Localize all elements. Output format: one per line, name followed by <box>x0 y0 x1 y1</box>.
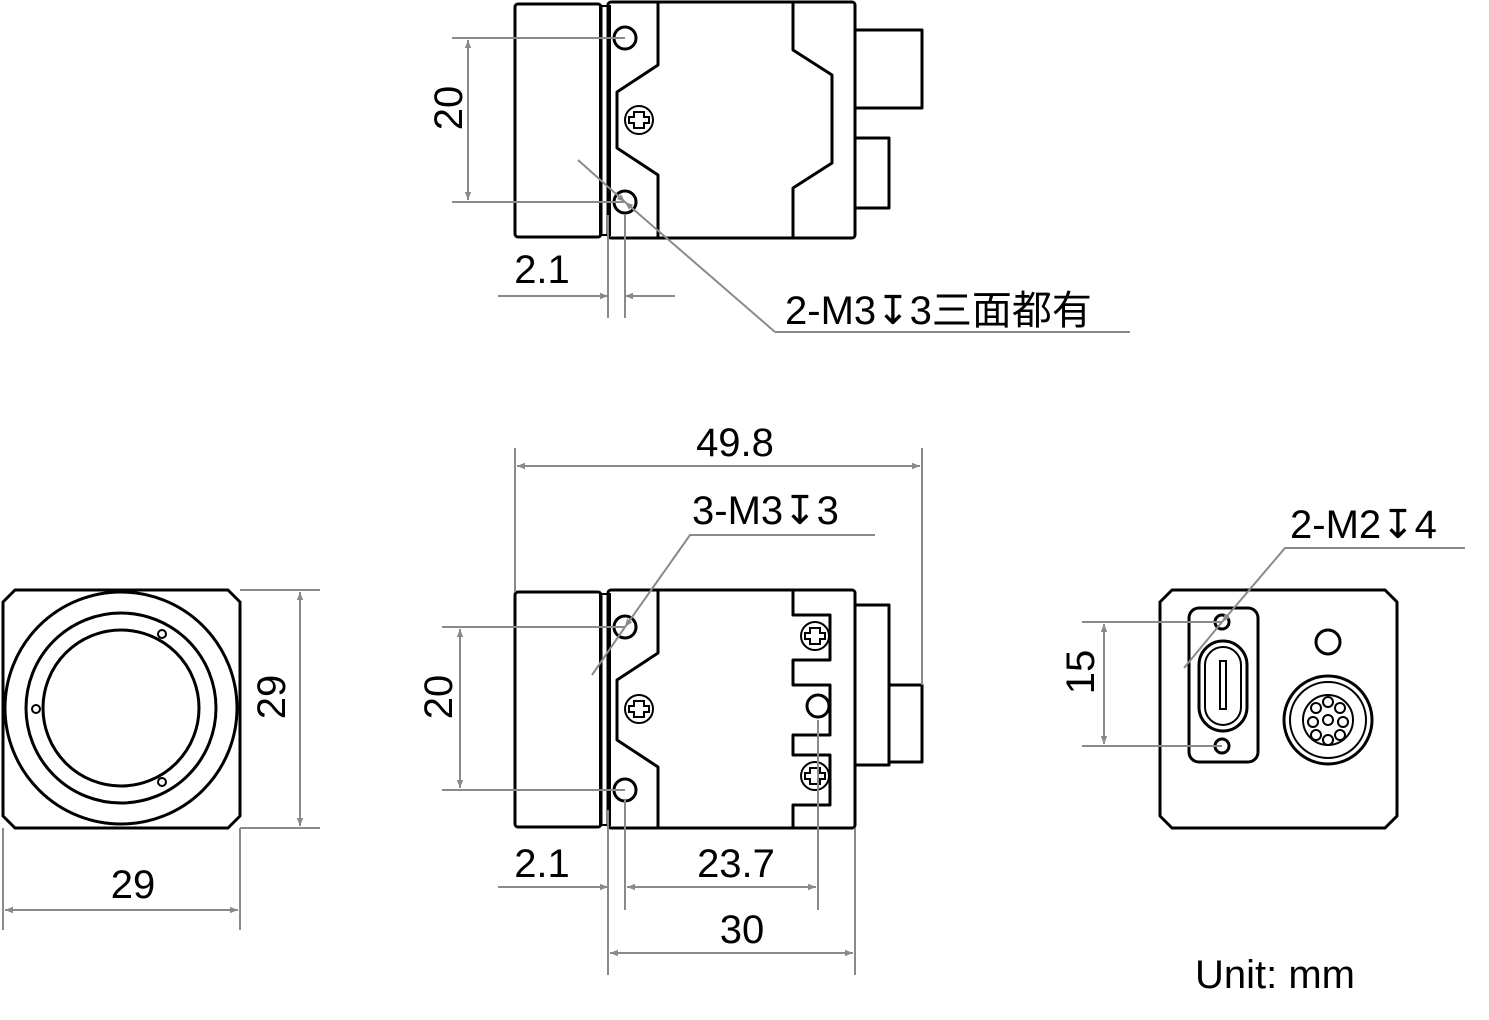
usb-c-port-icon <box>1197 639 1249 733</box>
back-view: 2-M2↧4 15 <box>1059 503 1465 830</box>
top-view: 20 2.1 2-M3↧3三面都有 <box>427 0 1130 333</box>
screw-icon <box>624 105 654 135</box>
dim-hole-spacing: 20 <box>427 86 471 131</box>
hole-note: 3-M3↧3 <box>692 489 839 533</box>
side-view: 49.8 3-M3↧3 20 2.1 23.7 30 <box>417 421 924 975</box>
front-view: 29 29 <box>1 588 320 930</box>
dim-body: 30 <box>720 908 765 952</box>
hole-note: 2-M3↧3三面都有 <box>785 289 1092 333</box>
dim-offset: 2.1 <box>514 248 570 292</box>
dim-height: 29 <box>250 675 294 720</box>
dim-offset: 2.1 <box>514 842 570 886</box>
dim-hole-spacing: 20 <box>417 675 461 720</box>
dim-hole-spacing: 15 <box>1059 650 1103 695</box>
dim-width: 29 <box>111 863 156 907</box>
io-connector-icon <box>1282 674 1374 766</box>
unit-label: Unit: mm <box>1195 953 1355 997</box>
hole-note: 2-M2↧4 <box>1290 503 1437 547</box>
dim-length: 49.8 <box>696 421 774 465</box>
dim-hole-distance: 23.7 <box>697 842 775 886</box>
